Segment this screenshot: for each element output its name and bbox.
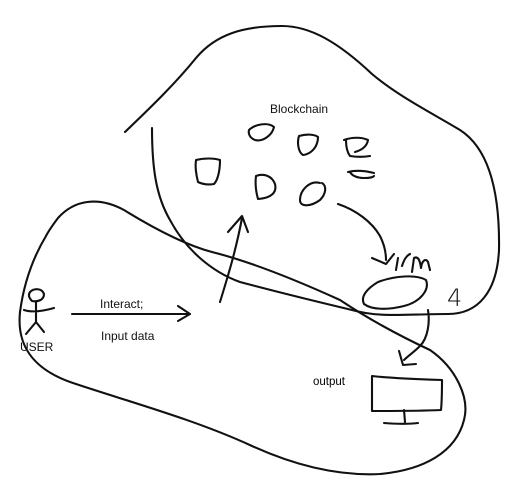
block-7 [346,169,376,180]
block-2 [297,133,320,157]
arrow-block-to-node [336,202,388,262]
output-node [361,275,428,310]
block-4 [194,157,222,186]
interact-label: Interact; [100,297,143,311]
user-figure [22,288,56,336]
arrow-node-to-output-head [397,349,418,367]
user-body [22,300,56,336]
output-box [370,374,444,413]
blockchain-label: Blockchain [270,102,328,116]
block-5 [254,173,277,201]
user-label: USER [20,340,54,354]
user-region-boundary [18,200,467,476]
output-label: output [313,376,346,388]
user-head [27,288,46,303]
input-data-label: Input data [101,329,155,343]
blockchain-boundary [123,24,501,317]
arrow-node-to-output [402,308,430,362]
output-box-stand [382,408,420,425]
scribble-annotation [394,252,432,274]
block-1 [247,123,276,142]
arrow-to-blockchain [218,216,244,304]
arrow-to-blockchain-head [226,214,250,234]
interact-arrow-head [176,304,192,323]
arrow-block-to-node-head [370,252,396,266]
block-3 [342,136,372,158]
step-number: 4 [447,284,462,312]
block-6 [298,181,327,207]
